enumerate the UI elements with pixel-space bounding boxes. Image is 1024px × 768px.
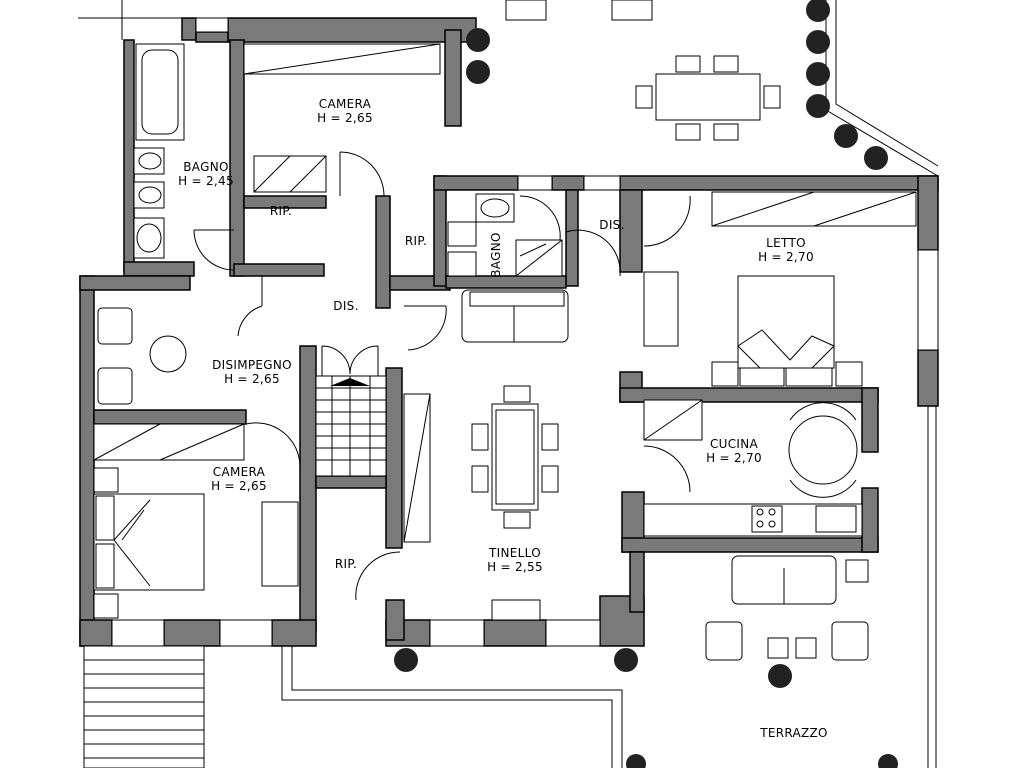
room-name: TINELLO	[489, 546, 541, 560]
room-label-dis-mid: DIS.	[324, 299, 368, 313]
room-name: CAMERA	[212, 465, 266, 479]
room-name: LETTO	[766, 236, 806, 250]
room-label-rip-top-mid: RIP.	[392, 234, 440, 248]
room-height: H = 2,55	[487, 560, 543, 574]
shrubs	[394, 0, 898, 768]
room-height: H = 2,65	[317, 111, 373, 125]
room-name: DIS.	[599, 218, 625, 232]
room-label-dis-top: DIS.	[590, 218, 634, 232]
room-name: DIS.	[333, 299, 359, 313]
room-name: BAGNO	[183, 160, 229, 174]
room-height: H = 2,70	[758, 250, 814, 264]
room-label-cucina: CUCINA H = 2,70	[692, 437, 776, 465]
room-name: TERRAZZO	[760, 726, 828, 740]
room-label-letto: LETTO H = 2,70	[744, 236, 828, 264]
furniture	[83, 0, 917, 768]
room-name: CUCINA	[709, 437, 759, 451]
room-name: RIP.	[269, 204, 293, 218]
room-label-tinello: TINELLO H = 2,55	[472, 546, 558, 574]
room-label-camera-bottom: CAMERA H = 2,65	[196, 465, 282, 493]
room-height: H = 2,45	[178, 174, 234, 188]
room-name: RIP.	[334, 557, 358, 571]
stairs	[315, 345, 387, 477]
room-name: RIP.	[404, 234, 428, 248]
walls	[79, 17, 939, 647]
room-label-bagno-small: BAGNO	[489, 230, 503, 280]
doors	[193, 151, 691, 601]
room-label-rip-top-left: RIP.	[256, 204, 306, 218]
room-height: H = 2,70	[706, 451, 762, 465]
room-label-terrazzo: TERRAZZO	[752, 726, 836, 740]
room-name: DISIMPEGNO	[212, 358, 292, 372]
room-label-rip-bottom: RIP.	[322, 557, 370, 571]
windows	[111, 17, 939, 647]
room-height: H = 2,65	[224, 372, 280, 386]
room-height: H = 2,65	[211, 479, 267, 493]
room-label-disimpegno: DISIMPEGNO H = 2,65	[204, 358, 300, 386]
room-name: BAGNO	[489, 232, 503, 278]
room-name: CAMERA	[318, 97, 372, 111]
room-label-bagno-left: BAGNO H = 2,45	[164, 160, 248, 188]
room-label-camera-top: CAMERA H = 2,65	[300, 97, 390, 125]
